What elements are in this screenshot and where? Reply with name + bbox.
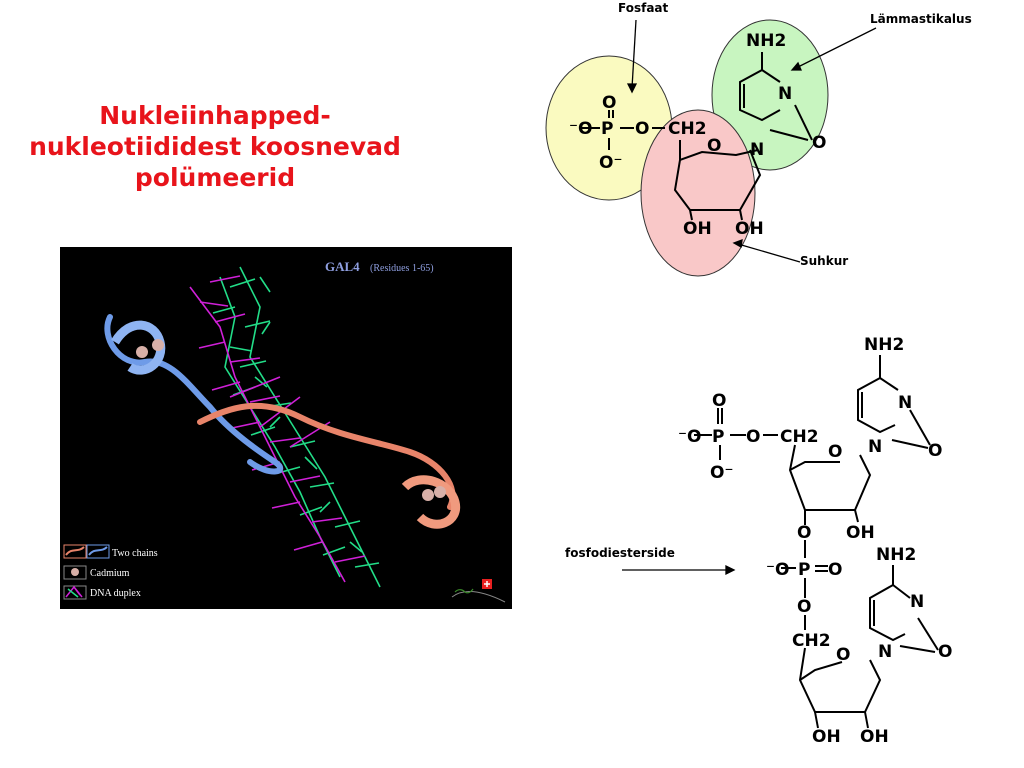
label-sugar: Suhkur <box>800 254 848 268</box>
image-title: GAL4 <box>325 259 360 274</box>
o-atom: O <box>635 119 649 139</box>
sugar-arrow <box>737 243 801 263</box>
svg-text:⁻O: ⁻O <box>766 560 789 580</box>
svg-text:⁻O: ⁻O <box>678 427 701 447</box>
svg-text:O⁻: O⁻ <box>599 153 622 173</box>
gal4-render: GAL4 (Residues 1-65) Two chains Cadmium … <box>63 259 506 603</box>
cadmium-sphere <box>422 489 434 501</box>
image-legend: Two chains Cadmium DNA duplex <box>63 544 158 600</box>
gal4-dna-image: GAL4 (Residues 1-65) Two chains Cadmium … <box>60 247 512 609</box>
oh-group: OH <box>812 727 841 747</box>
cadmium-sphere <box>152 339 164 351</box>
p-atom: P <box>798 560 810 580</box>
oh-group: OH <box>846 523 875 543</box>
nucleotide-diagram: ⁻O P O O O⁻ CH2 O NH2 N N O OH OH Fosfaa… <box>545 1 972 277</box>
slide-title-line-1: Nukleiinhapped- <box>99 101 331 130</box>
n-atom: N <box>898 393 912 413</box>
o-atom: O <box>797 597 811 617</box>
cadmium-sphere <box>136 346 148 358</box>
n-atom: N <box>878 642 892 662</box>
o-atom: O <box>828 560 842 580</box>
oh-group: OH <box>860 727 889 747</box>
slide-title: Nukleiinhapped- nukleotiididest koosneva… <box>10 100 420 193</box>
n-atom: N <box>778 84 792 104</box>
oh-group: OH <box>683 219 712 239</box>
o-atom: O <box>797 523 811 543</box>
label-base: Lämmastikalus <box>870 12 972 26</box>
nh2-group: NH2 <box>864 335 904 355</box>
label-phosphate: Fosfaat <box>618 1 669 15</box>
o-atom: O <box>928 441 942 461</box>
legend-cadmium: Cadmium <box>90 568 130 579</box>
legend-swatch-dna <box>63 585 87 600</box>
nh2-group: NH2 <box>876 545 916 565</box>
salmon-chain <box>197 402 456 510</box>
o-atom: O <box>707 136 721 156</box>
o-atom: O <box>836 645 850 665</box>
oh-group: OH <box>735 219 764 239</box>
ch2-group: CH2 <box>668 119 707 139</box>
dna-green-strand <box>212 266 381 588</box>
ch2-group: CH2 <box>792 631 831 651</box>
dna-magenta-strand <box>189 275 366 583</box>
svg-text:O⁻: O⁻ <box>710 463 733 483</box>
ch2-group: CH2 <box>780 427 819 447</box>
base-arrow <box>795 27 877 69</box>
phosphate-arrow <box>631 19 637 89</box>
legend-swatch-cadmium <box>63 565 87 580</box>
o-atom: O <box>828 442 842 462</box>
slide-title-line-3: polümeerid <box>134 163 296 192</box>
n-atom: N <box>868 437 882 457</box>
o-atom: O <box>938 642 952 662</box>
image-subtitle: (Residues 1-65) <box>370 263 434 274</box>
svg-text:⁻O: ⁻O <box>569 119 592 139</box>
swiss-logo <box>451 579 506 603</box>
nh2-group: NH2 <box>746 31 786 51</box>
label-phosphodiester: fosfodiesterside <box>565 546 675 560</box>
o-atom: O <box>712 391 726 411</box>
o-atom: O <box>602 93 616 113</box>
legend-dna-duplex: DNA duplex <box>90 588 141 599</box>
dinucleotide-diagram: ⁻O P O O O⁻ CH2 O NH2 N N O OH O ⁻O P O … <box>565 335 952 747</box>
o-atom: O <box>812 133 826 153</box>
n-atom: N <box>910 592 924 612</box>
p-atom: P <box>712 427 724 447</box>
salmon-helix <box>401 475 461 529</box>
o-atom: O <box>746 427 760 447</box>
p-atom: P <box>601 119 613 139</box>
legend-two-chains: Two chains <box>112 548 158 559</box>
base-ellipse <box>711 19 829 171</box>
legend-swatch-chains <box>63 544 87 559</box>
sugar-ellipse <box>640 109 756 277</box>
cadmium-sphere <box>434 486 446 498</box>
slide-title-line-2: nukleotiididest koosnevad <box>29 132 401 161</box>
n-atom: N <box>750 140 764 160</box>
blue-chain <box>104 314 284 475</box>
